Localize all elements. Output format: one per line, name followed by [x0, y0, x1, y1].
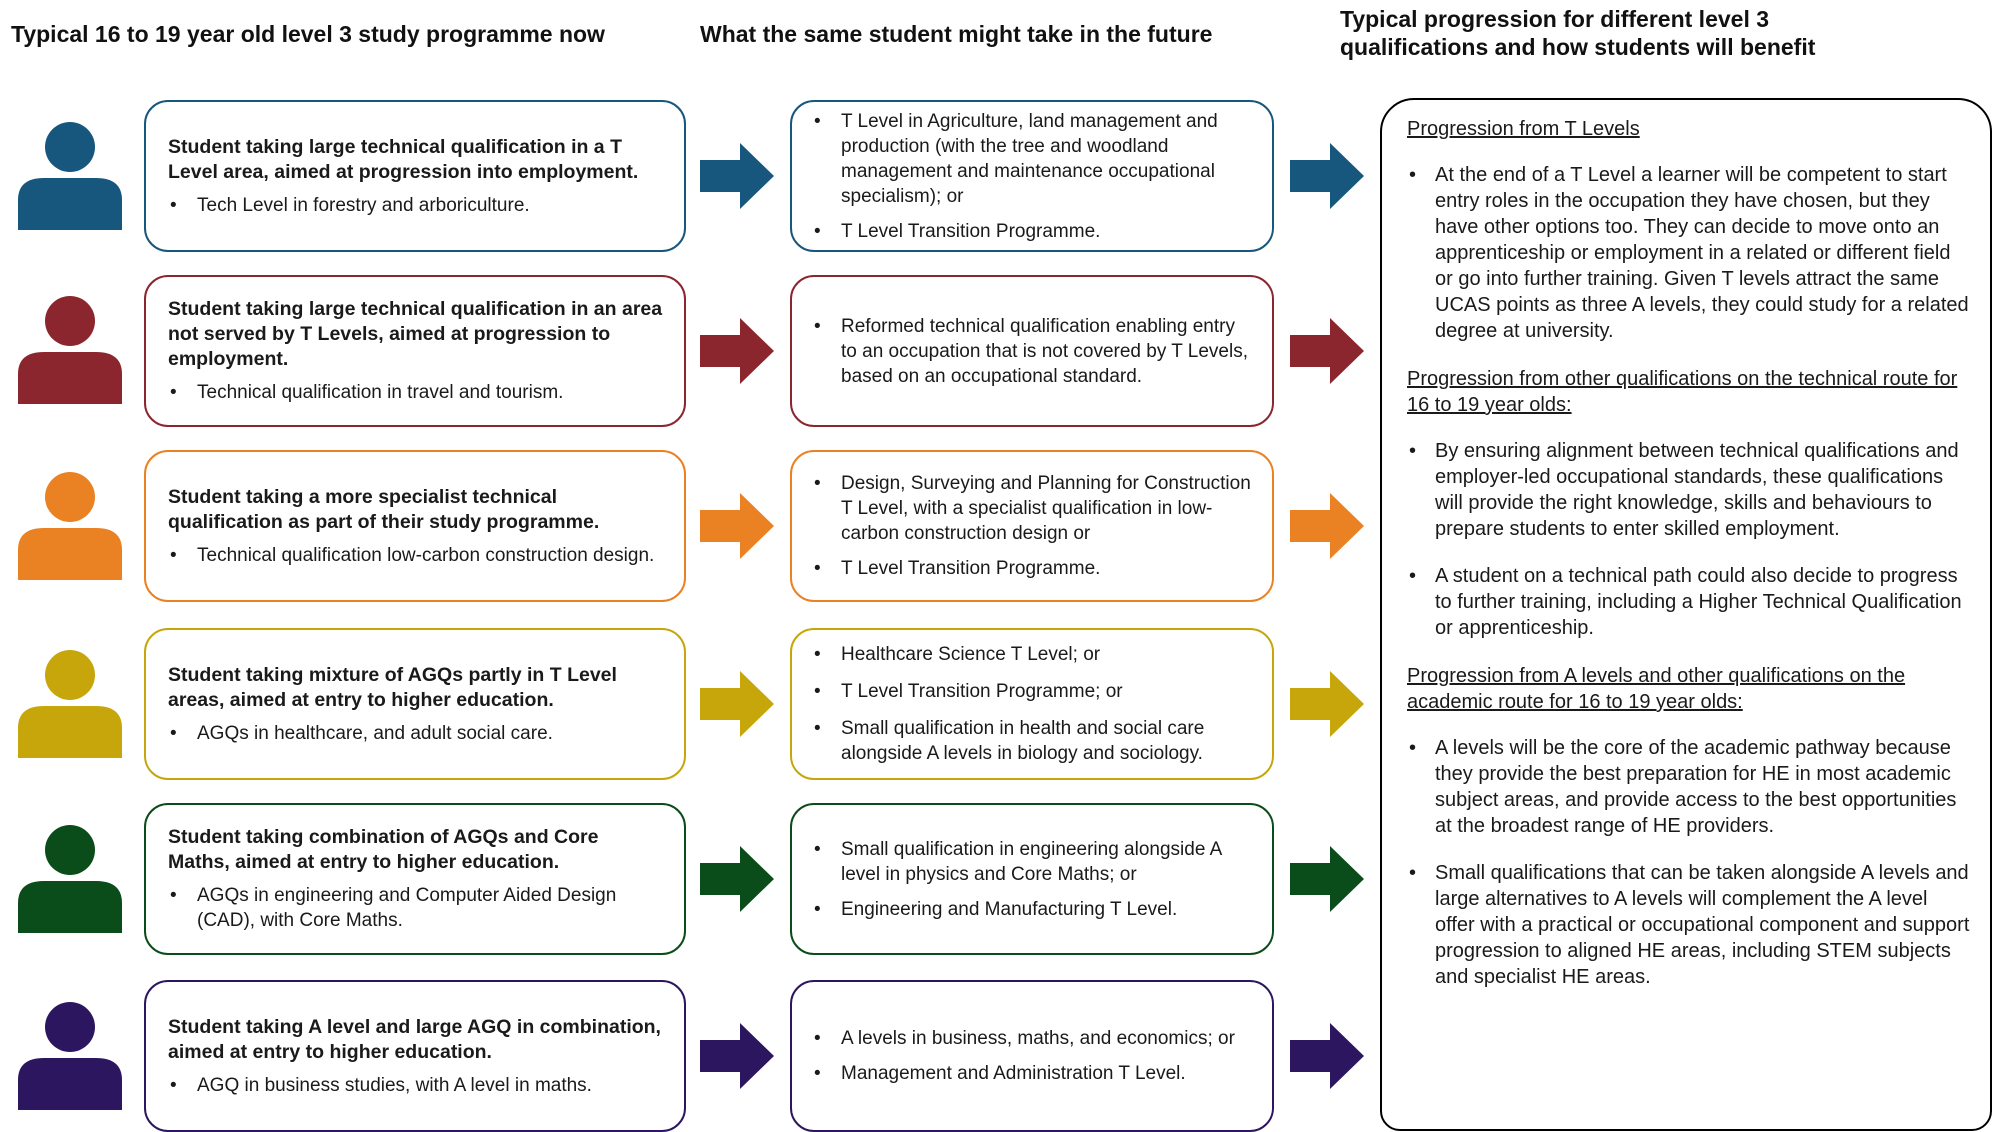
current-programme-list: Technical qualification in travel and to… — [168, 380, 664, 405]
current-programme-title: Student taking large technical qualifica… — [168, 135, 639, 183]
header-future: What the same student might take in the … — [700, 21, 1213, 47]
future-programme-box: A levels in business, maths, and economi… — [790, 980, 1274, 1132]
header-progression-line2: qualifications and how students will ben… — [1340, 34, 1816, 60]
future-programme-item: T Level Transition Programme; or — [812, 679, 1254, 704]
right-arrow-icon — [1290, 1023, 1364, 1089]
future-programme-item: Small qualification in engineering along… — [812, 837, 1254, 887]
current-programme-box: Student taking large technical qualifica… — [144, 100, 686, 252]
current-programme-item: AGQs in engineering and Computer Aided D… — [168, 883, 664, 933]
progression-list: By ensuring alignment between technical … — [1407, 438, 1970, 641]
right-arrow-icon — [700, 671, 774, 737]
person-icon — [18, 1002, 122, 1110]
future-programme-item: Healthcare Science T Level; or — [812, 642, 1254, 667]
progression-panel: Progression from T Levels At the end of … — [1380, 98, 1992, 1131]
progression-list: A levels will be the core of the academi… — [1407, 735, 1970, 990]
future-programme-item: Small qualification in health and social… — [812, 716, 1254, 766]
right-arrow-icon — [1290, 671, 1364, 737]
current-programme-box: Student taking a more specialist technic… — [144, 450, 686, 602]
future-programme-item: Management and Administration T Level. — [812, 1061, 1254, 1086]
header-now: Typical 16 to 19 year old level 3 study … — [11, 21, 605, 47]
header-progression-line1: Typical progression for different level … — [1340, 6, 1770, 32]
progression-item: At the end of a T Level a learner will b… — [1407, 162, 1970, 344]
current-programme-title: Student taking combination of AGQs and C… — [168, 826, 599, 873]
future-programme-box: Healthcare Science T Level; or T Level T… — [790, 628, 1274, 780]
future-programme-item: T Level Transition Programme. — [812, 219, 1254, 244]
right-arrow-icon — [1290, 846, 1364, 912]
future-programme-box: Reformed technical qualification enablin… — [790, 275, 1274, 427]
future-programme-box: Design, Surveying and Planning for Const… — [790, 450, 1274, 602]
current-programme-box: Student taking A level and large AGQ in … — [144, 980, 686, 1132]
future-programme-item: T Level in Agriculture, land management … — [812, 109, 1254, 209]
progression-heading-academic: Progression from A levels and other qual… — [1407, 665, 1906, 713]
person-icon — [18, 296, 122, 404]
right-arrow-icon — [1290, 493, 1364, 559]
future-programme-list: A levels in business, maths, and economi… — [812, 1026, 1254, 1086]
header-progression: Typical progression for different level … — [1340, 5, 1815, 61]
current-programme-box: Student taking mixture of AGQs partly in… — [144, 628, 686, 780]
progression-item: A levels will be the core of the academi… — [1407, 735, 1970, 839]
right-arrow-icon — [700, 1023, 774, 1089]
current-programme-list: AGQs in healthcare, and adult social car… — [168, 721, 664, 746]
right-arrow-icon — [700, 493, 774, 559]
future-programme-list: Healthcare Science T Level; or T Level T… — [812, 642, 1254, 766]
future-programme-list: Design, Surveying and Planning for Const… — [812, 471, 1254, 581]
future-programme-list: Small qualification in engineering along… — [812, 837, 1254, 922]
future-programme-item: T Level Transition Programme. — [812, 556, 1254, 581]
right-arrow-icon — [700, 318, 774, 384]
current-programme-list: Tech Level in forestry and arboriculture… — [168, 193, 664, 218]
future-programme-box: Small qualification in engineering along… — [790, 803, 1274, 955]
current-programme-list: AGQ in business studies, with A level in… — [168, 1073, 664, 1098]
progression-heading-technical: Progression from other qualifications on… — [1407, 368, 1958, 416]
current-programme-item: Tech Level in forestry and arboriculture… — [168, 193, 664, 218]
future-programme-item: Engineering and Manufacturing T Level. — [812, 897, 1254, 922]
progression-list: At the end of a T Level a learner will b… — [1407, 162, 1970, 344]
right-arrow-icon — [1290, 143, 1364, 209]
person-icon — [18, 472, 122, 580]
current-programme-item: AGQ in business studies, with A level in… — [168, 1073, 664, 1098]
future-programme-box: T Level in Agriculture, land management … — [790, 100, 1274, 252]
future-programme-item: Design, Surveying and Planning for Const… — [812, 471, 1254, 546]
future-programme-list: T Level in Agriculture, land management … — [812, 109, 1254, 244]
progression-heading-t-levels: Progression from T Levels — [1407, 118, 1640, 140]
person-icon — [18, 650, 122, 758]
current-programme-item: AGQs in healthcare, and adult social car… — [168, 721, 664, 746]
future-programme-item: Reformed technical qualification enablin… — [812, 314, 1254, 389]
right-arrow-icon — [700, 143, 774, 209]
right-arrow-icon — [700, 846, 774, 912]
person-icon — [18, 122, 122, 230]
progression-item: Small qualifications that can be taken a… — [1407, 860, 1970, 990]
current-programme-item: Technical qualification in travel and to… — [168, 380, 664, 405]
current-programme-title: Student taking a more specialist technic… — [168, 485, 600, 533]
current-programme-title: Student taking mixture of AGQs partly in… — [168, 663, 617, 711]
current-programme-box: Student taking combination of AGQs and C… — [144, 803, 686, 955]
progression-item: A student on a technical path could also… — [1407, 563, 1970, 641]
current-programme-list: Technical qualification low-carbon const… — [168, 543, 664, 568]
person-icon — [18, 825, 122, 933]
current-programme-title: Student taking large technical qualifica… — [168, 298, 663, 370]
current-programme-item: Technical qualification low-carbon const… — [168, 543, 664, 568]
progression-item: By ensuring alignment between technical … — [1407, 438, 1970, 542]
current-programme-title: Student taking A level and large AGQ in … — [168, 1015, 661, 1063]
current-programme-list: AGQs in engineering and Computer Aided D… — [168, 883, 664, 933]
right-arrow-icon — [1290, 318, 1364, 384]
future-programme-item: A levels in business, maths, and economi… — [812, 1026, 1254, 1051]
future-programme-list: Reformed technical qualification enablin… — [812, 314, 1254, 389]
current-programme-box: Student taking large technical qualifica… — [144, 275, 686, 427]
